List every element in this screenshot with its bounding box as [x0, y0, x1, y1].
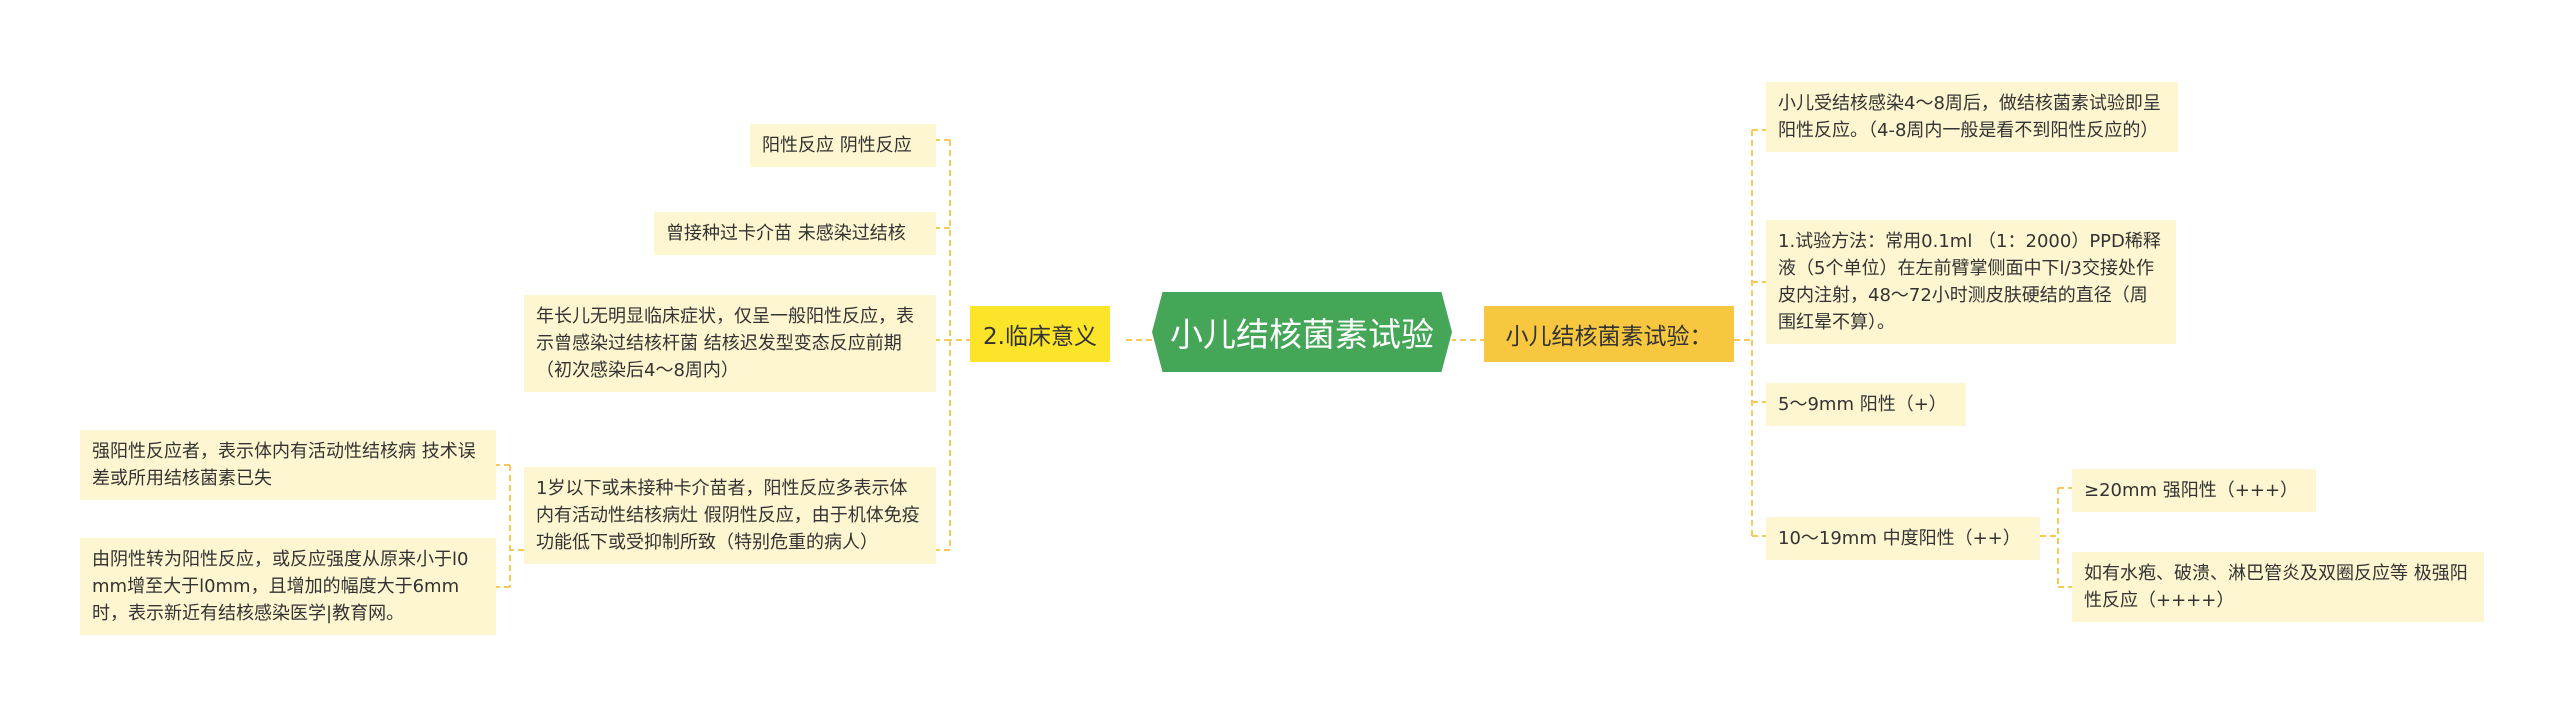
leaf-text: 小儿受结核感染4～8周后，做结核菌素试验即呈阳性反应。（4-8周内一般是看不到阳…: [1778, 93, 2161, 141]
leaf-text: 1.试验方法：常用0.1ml （1：2000）PPD稀释液（5个单位）在左前臂掌…: [1778, 231, 2161, 333]
leaf-text: 曾接种过卡介苗 未感染过结核: [666, 223, 906, 244]
right-item-4[interactable]: 10～19mm 中度阳性（++）: [1766, 517, 2040, 560]
branch-clinical-significance[interactable]: 2.临床意义: [970, 306, 1110, 362]
right-item-1[interactable]: 小儿受结核感染4～8周后，做结核菌素试验即呈阳性反应。（4-8周内一般是看不到阳…: [1766, 82, 2178, 152]
left-sub-item-1[interactable]: 强阳性反应者，表示体内有活动性结核病 技术误差或所用结核菌素已失: [80, 430, 496, 500]
branch-title: 2.临床意义: [983, 324, 1097, 350]
left-item-1[interactable]: 阳性反应 阴性反应: [750, 124, 936, 167]
leaf-text: 5～9mm 阳性（+）: [1778, 394, 1947, 415]
right-item-2[interactable]: 1.试验方法：常用0.1ml （1：2000）PPD稀释液（5个单位）在左前臂掌…: [1766, 220, 2176, 344]
leaf-text: ≥20mm 强阳性（+++）: [2084, 480, 2299, 501]
leaf-text: 年长儿无明显临床症状，仅呈一般阳性反应，表示曾感染过结核杆菌 结核迟发型变态反应…: [536, 306, 914, 381]
branch-title: 小儿结核菌素试验：: [1505, 324, 1713, 350]
left-item-3[interactable]: 年长儿无明显临床症状，仅呈一般阳性反应，表示曾感染过结核杆菌 结核迟发型变态反应…: [524, 295, 936, 392]
right-sub-item-2[interactable]: 如有水疱、破溃、淋巴管炎及双圈反应等 极强阳性反应（++++）: [2072, 552, 2484, 622]
leaf-text: 10～19mm 中度阳性（++）: [1778, 528, 2021, 549]
branch-tuberculin-test[interactable]: 小儿结核菌素试验：: [1484, 306, 1734, 362]
right-item-3[interactable]: 5～9mm 阳性（+）: [1766, 383, 1966, 426]
right-sub-item-1[interactable]: ≥20mm 强阳性（+++）: [2072, 469, 2316, 512]
left-item-2[interactable]: 曾接种过卡介苗 未感染过结核: [654, 212, 936, 255]
leaf-text: 阳性反应 阴性反应: [762, 135, 912, 156]
root-topic[interactable]: 小儿结核菌素试验: [1152, 292, 1452, 372]
leaf-text: 如有水疱、破溃、淋巴管炎及双圈反应等 极强阳性反应（++++）: [2084, 563, 2468, 611]
leaf-text: 由阴性转为阳性反应，或反应强度从原来小于l0mm增至大于l0mm，且增加的幅度大…: [92, 549, 469, 624]
left-item-4[interactable]: 1岁以下或未接种卡介苗者，阳性反应多表示体内有活动性结核病灶 假阴性反应，由于机…: [524, 467, 936, 564]
left-sub-item-2[interactable]: 由阴性转为阳性反应，或反应强度从原来小于l0mm增至大于l0mm，且增加的幅度大…: [80, 538, 496, 635]
leaf-text: 1岁以下或未接种卡介苗者，阳性反应多表示体内有活动性结核病灶 假阴性反应，由于机…: [536, 478, 920, 553]
root-title: 小儿结核菌素试验: [1170, 315, 1434, 354]
leaf-text: 强阳性反应者，表示体内有活动性结核病 技术误差或所用结核菌素已失: [92, 441, 476, 489]
